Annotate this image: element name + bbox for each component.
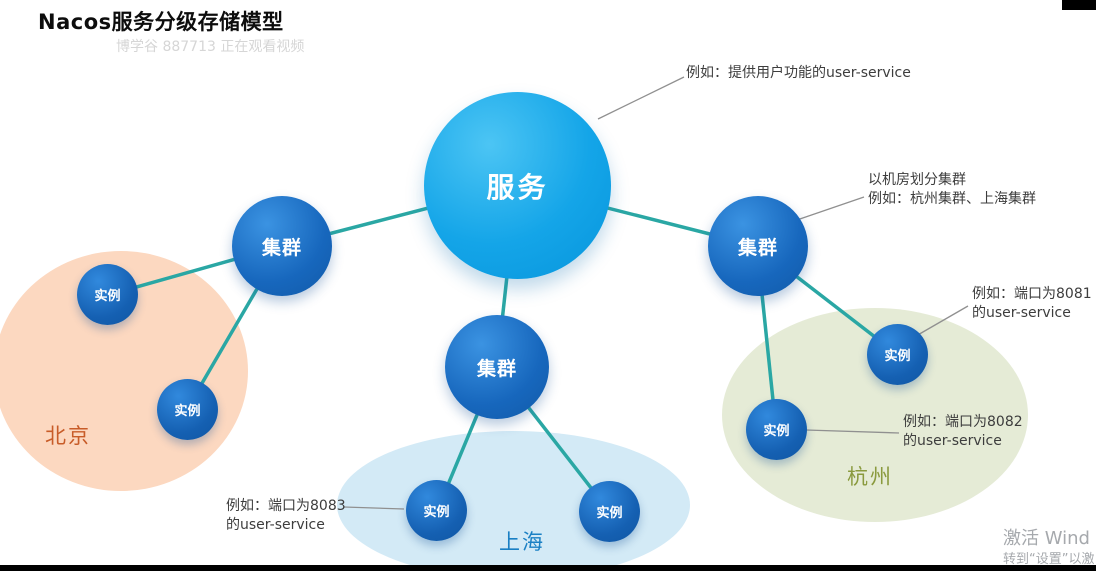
page-title: Nacos服务分级存储模型 xyxy=(38,10,284,34)
leader-service-note xyxy=(597,76,685,120)
instance-node-shanghai-1: 实例 xyxy=(406,480,467,541)
instance-node-hangzhou-1: 实例 xyxy=(867,324,928,385)
cluster-node-right: 集群 xyxy=(708,196,808,296)
activation-watermark-line2: 转到“设置”以激 xyxy=(1003,552,1095,567)
annotation-port-8082: 例如：端口为8082 的user-service xyxy=(903,413,1023,451)
annotation-leader-lines xyxy=(343,76,969,510)
cluster-node-mid: 集群 xyxy=(445,315,549,419)
service-node: 服务 xyxy=(424,92,611,279)
annotation-cluster-rule-line1: 以机房划分集群 xyxy=(868,172,966,188)
annotation-cluster-rule: 以机房划分集群 例如：杭州集群、上海集群 xyxy=(868,171,1036,209)
annotation-port-8083-line2: 的user-service xyxy=(226,517,325,533)
leader-8082-note xyxy=(805,429,900,434)
annotation-port-8082-line1: 例如：端口为8082 xyxy=(903,414,1023,430)
annotation-port-8081-line1: 例如：端口为8081 xyxy=(972,286,1092,302)
instance-node-beijing-2: 实例 xyxy=(157,379,218,440)
annotation-service-example-text: 例如：提供用户功能的user-service xyxy=(686,65,911,81)
leader-8081-note xyxy=(915,305,969,337)
leader-8083-note xyxy=(343,506,405,510)
region-label-hangzhou: 杭州 xyxy=(847,465,893,489)
annotation-service-example: 例如：提供用户功能的user-service xyxy=(686,64,911,83)
annotation-port-8082-line2: 的user-service xyxy=(903,433,1002,449)
leader-cluster-note xyxy=(793,196,865,222)
region-label-beijing: 北京 xyxy=(45,424,91,448)
instance-node-hangzhou-2: 实例 xyxy=(746,399,807,460)
annotation-port-8081-line2: 的user-service xyxy=(972,305,1071,321)
annotation-cluster-rule-line2: 例如：杭州集群、上海集群 xyxy=(868,191,1036,207)
bottom-letterbox-bar xyxy=(0,565,1096,571)
region-label-shanghai: 上海 xyxy=(499,530,545,554)
viewer-watermark: 博学谷 887713 正在观看视频 xyxy=(116,39,305,55)
top-right-letterbox-bar xyxy=(1062,0,1096,10)
activation-watermark-line1: 激活 Wind xyxy=(1003,528,1090,549)
annotation-port-8083-line1: 例如：端口为8083 xyxy=(226,498,346,514)
instance-node-shanghai-2: 实例 xyxy=(579,481,640,542)
cluster-node-left: 集群 xyxy=(232,196,332,296)
instance-node-beijing-1: 实例 xyxy=(77,264,138,325)
annotation-port-8081: 例如：端口为8081 的user-service xyxy=(972,285,1092,323)
annotation-port-8083: 例如：端口为8083 的user-service xyxy=(226,497,346,535)
